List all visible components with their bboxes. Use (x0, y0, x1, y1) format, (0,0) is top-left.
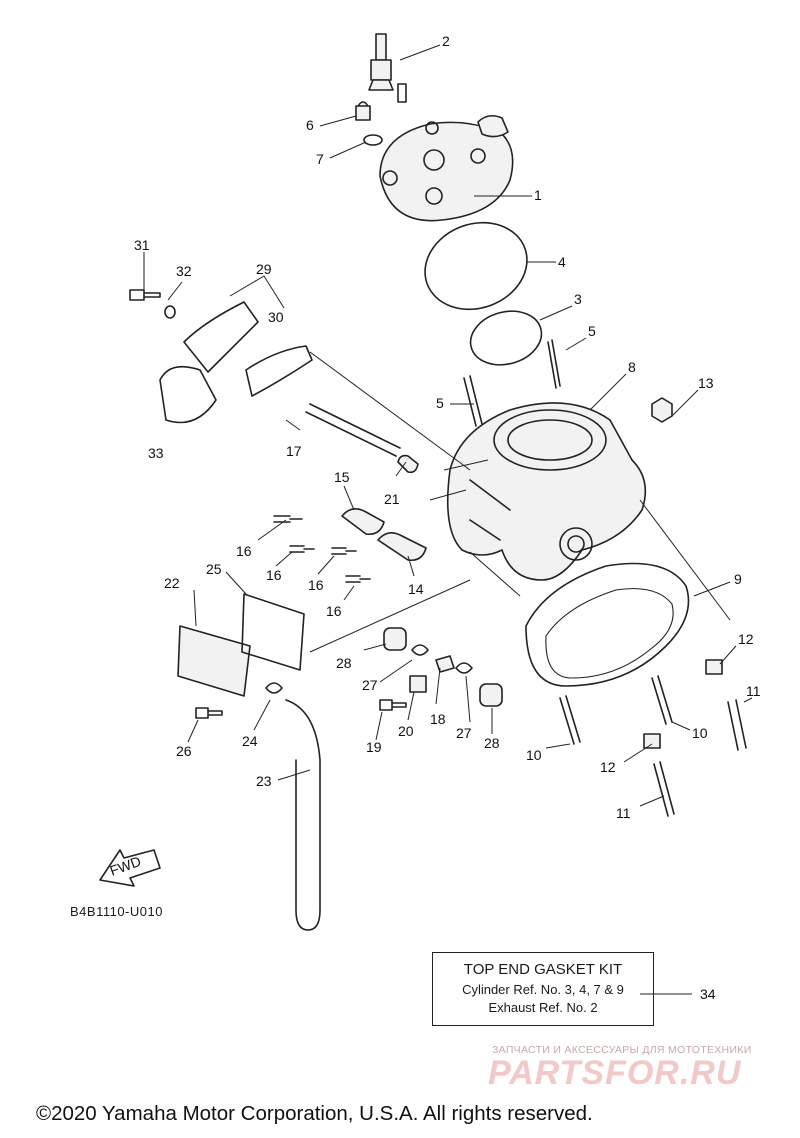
callout-16: 16 (236, 543, 252, 559)
callout-6: 6 (306, 117, 314, 133)
washer (164, 305, 176, 319)
callout-14: 14 (408, 581, 424, 597)
stud (653, 761, 675, 817)
valve-cover (177, 625, 251, 697)
callout-7: 7 (316, 151, 324, 167)
nut (643, 733, 661, 749)
collar (383, 627, 407, 651)
watermark-subtitle: ЗАПЧАСТИ И АКСЕССУАРЫ ДЛЯ МОТОТЕХНИКИ (492, 1044, 752, 1056)
callout-18: 18 (430, 711, 446, 727)
bolt (129, 289, 161, 301)
watermark-brand: PARTSFOR.RU (488, 1054, 742, 1092)
callout-4: 4 (558, 254, 566, 270)
callout-34: 34 (700, 986, 716, 1002)
callout-33: 33 (148, 445, 164, 461)
lever (435, 655, 455, 673)
callout-28: 28 (484, 735, 500, 751)
bushing (397, 454, 419, 474)
leader-lines (143, 44, 753, 995)
callout-11: 11 (616, 805, 631, 821)
callout-13: 13 (698, 375, 714, 391)
cylinder-head (379, 114, 514, 222)
screw (331, 547, 357, 555)
collar (479, 683, 503, 707)
gasket (245, 345, 313, 397)
gasket-kit-exhaust-refs: Exhaust Ref. No. 2 (488, 1000, 598, 1015)
callout-5: 5 (436, 395, 444, 411)
nut (651, 397, 673, 423)
spring (411, 644, 429, 656)
screw (289, 545, 315, 553)
callout-1: 1 (534, 187, 542, 203)
copyright-notice: ©2020 Yamaha Motor Corporation, U.S.A. A… (36, 1102, 593, 1125)
power-valve (377, 532, 427, 562)
callout-25: 25 (206, 561, 222, 577)
callout-9: 9 (734, 571, 742, 587)
diagram-code: B4B1110-U010 (70, 904, 163, 919)
callout-32: 32 (176, 263, 192, 279)
gasket-kit-title: TOP END GASKET KIT (463, 961, 623, 978)
base-gasket (525, 562, 690, 687)
stud (547, 339, 561, 389)
plate (409, 675, 427, 693)
callout-16: 16 (326, 603, 342, 619)
bolt (195, 707, 223, 719)
callout-28: 28 (336, 655, 352, 671)
hose (285, 699, 321, 931)
callout-23: 23 (256, 773, 272, 789)
o-ring-large (424, 221, 528, 311)
callout-31: 31 (134, 237, 150, 253)
callout-numbers: 1 2 3 4 5 5 6 7 8 9 10 10 11 11 12 12 13… (134, 33, 761, 1002)
callout-19: 19 (366, 739, 382, 755)
callout-10: 10 (692, 725, 708, 741)
stud (463, 375, 483, 427)
valve-shaft (305, 403, 401, 457)
forward-arrow-icon: FWD (99, 849, 161, 887)
bracket (183, 301, 259, 373)
gasket-kit-cylinder-refs: Cylinder Ref. No. 3, 4, 7 & 9 (462, 982, 624, 997)
screw (273, 515, 303, 523)
callout-20: 20 (398, 723, 414, 739)
power-valve (341, 508, 385, 536)
callout-15: 15 (334, 469, 350, 485)
callout-8: 8 (628, 359, 636, 375)
callout-16: 16 (266, 567, 282, 583)
stud (651, 675, 673, 725)
clip (159, 365, 217, 424)
cover-gasket (241, 593, 305, 671)
o-ring-small (469, 310, 543, 366)
cap-nut (355, 101, 371, 121)
callout-5: 5 (588, 323, 596, 339)
callout-3: 3 (574, 291, 582, 307)
nut (705, 659, 723, 675)
callout-12: 12 (738, 631, 754, 647)
callout-21: 21 (384, 491, 400, 507)
stud (559, 695, 581, 745)
screw (345, 575, 371, 583)
callout-27: 27 (456, 725, 472, 741)
screw (379, 699, 407, 711)
callout-17: 17 (286, 443, 302, 459)
gasket-kit-box: TOP END GASKET KIT Cylinder Ref. No. 3, … (432, 952, 654, 1026)
washer (363, 134, 383, 146)
callout-24: 24 (242, 733, 258, 749)
callout-12: 12 (600, 759, 616, 775)
stud (727, 699, 747, 751)
spring (455, 662, 473, 674)
cylinder (446, 402, 647, 581)
spark-plug (368, 33, 407, 103)
clamp (265, 682, 283, 694)
callout-26: 26 (176, 743, 192, 759)
callout-22: 22 (164, 575, 180, 591)
callout-30: 30 (268, 309, 284, 325)
callout-2: 2 (442, 33, 450, 49)
callout-27: 27 (362, 677, 378, 693)
callout-10: 10 (526, 747, 542, 763)
callout-29: 29 (256, 261, 272, 277)
callout-11: 11 (746, 683, 761, 699)
callout-16: 16 (308, 577, 324, 593)
